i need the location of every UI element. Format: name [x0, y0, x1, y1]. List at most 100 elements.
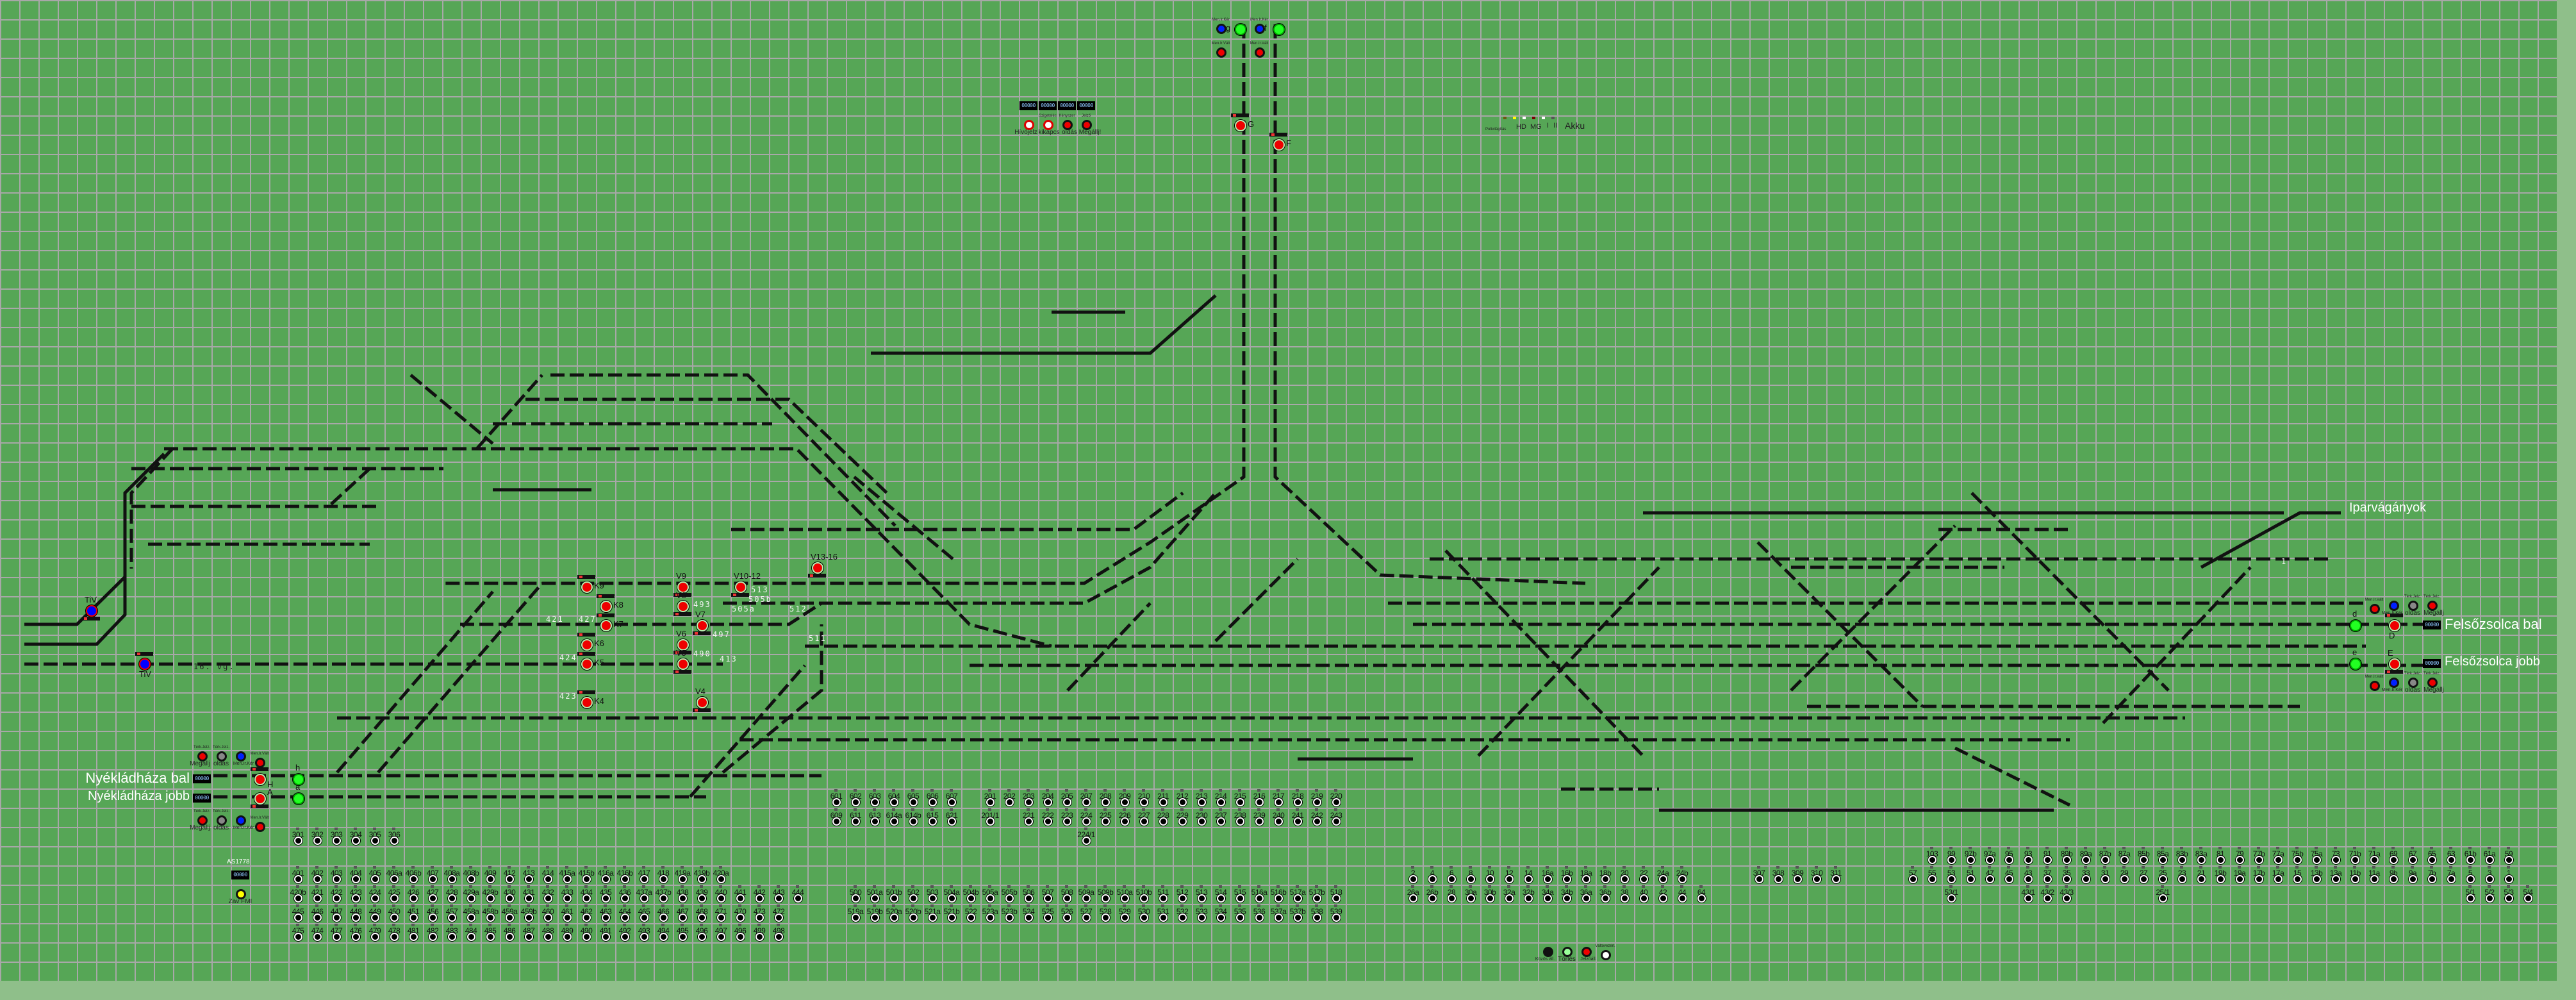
switch-button[interactable]: 77a: [2268, 846, 2288, 865]
switch-button[interactable]: 215: [1230, 788, 1250, 808]
switch-button[interactable]: 87b: [2095, 846, 2115, 865]
switch-button[interactable]: 607: [942, 788, 961, 808]
signal-v9[interactable]: [677, 581, 689, 593]
control-button-old-s[interactable]: Térk.Jelz.oldás: [2403, 672, 2422, 694]
switch-button[interactable]: 103: [1922, 846, 1942, 865]
switch-button[interactable]: 528: [1096, 904, 1115, 923]
control-button-jelz-ll-[interactable]: Jelzőáll.: [1576, 942, 1597, 962]
switch-button[interactable]: 458a: [461, 904, 481, 923]
switch-button[interactable]: 89a: [2076, 846, 2095, 865]
switch-button[interactable]: 19a: [2230, 865, 2249, 885]
switch-button[interactable]: 513: [1192, 885, 1211, 904]
switch-button[interactable]: 32a: [1499, 885, 1519, 904]
switch-button[interactable]: 507: [1038, 885, 1057, 904]
switch-button[interactable]: 6: [1442, 865, 1461, 885]
control-button-meg-llj[interactable]: Térk.Jelz.Megállj: [190, 746, 211, 767]
repeater-signal-h[interactable]: [293, 774, 304, 785]
switch-button[interactable]: 43/2: [2038, 885, 2057, 904]
switch-button[interactable]: 61a: [2480, 846, 2499, 865]
switch-button[interactable]: 434: [577, 885, 596, 904]
switch-button[interactable]: 42: [1653, 885, 1672, 904]
switch-button[interactable]: 25: [2153, 865, 2172, 885]
switch-button[interactable]: 53/1: [1942, 885, 1961, 904]
switch-button[interactable]: 614b: [904, 808, 923, 827]
control-button-men-ir-k-r[interactable]: Men.Ir.Kér: [1211, 18, 1230, 38]
switch-button[interactable]: 309: [1788, 865, 1807, 885]
switch-button[interactable]: 201: [980, 788, 1000, 808]
switch-button[interactable]: 538: [1307, 904, 1326, 923]
switch-button[interactable]: 523b: [1000, 904, 1019, 923]
switch-button[interactable]: 493: [634, 923, 654, 942]
switch-button[interactable]: 222: [1038, 808, 1057, 827]
switch-button[interactable]: 91: [2038, 846, 2057, 865]
switch-button[interactable]: 24a: [1653, 865, 1672, 885]
switch-button[interactable]: 449: [365, 904, 384, 923]
signal-k8[interactable]: [600, 601, 612, 612]
switch-button[interactable]: 220: [1326, 788, 1346, 808]
switch-button[interactable]: 477: [327, 923, 346, 942]
switch-button[interactable]: 490: [577, 923, 596, 942]
switch-button[interactable]: 505a: [980, 885, 1000, 904]
switch-button[interactable]: 407: [423, 865, 442, 885]
switch-button[interactable]: 408b: [461, 865, 481, 885]
switch-button[interactable]: 470: [731, 904, 750, 923]
switch-button[interactable]: 13a: [2326, 865, 2345, 885]
switch-button[interactable]: 65: [2422, 846, 2441, 865]
switch-button[interactable]: 448: [346, 904, 365, 923]
switch-button[interactable]: 223: [1057, 808, 1077, 827]
control-button-men-ir-v-lt[interactable]: Men.Ir.Vált: [250, 816, 269, 837]
switch-button[interactable]: 429b: [481, 885, 500, 904]
switch-button[interactable]: 525: [1038, 904, 1057, 923]
switch-button[interactable]: 504b: [961, 885, 980, 904]
switch-button[interactable]: 85a: [2153, 846, 2172, 865]
switch-button[interactable]: 221: [1019, 808, 1038, 827]
control-button-men-ir-k-r[interactable]: Men.Ir.Kér: [231, 747, 254, 766]
switch-button[interactable]: 447: [327, 904, 346, 923]
switch-button[interactable]: 75a: [2307, 846, 2326, 865]
switch-button[interactable]: 520a: [884, 904, 904, 923]
switch-button[interactable]: 28: [1442, 885, 1461, 904]
switch-button[interactable]: 24b: [1672, 865, 1692, 885]
repeater-signal-f[interactable]: [1273, 24, 1285, 35]
switch-button[interactable]: 302: [308, 827, 327, 846]
switch-button[interactable]: 18a: [1576, 865, 1596, 885]
switch-button[interactable]: 34b: [1557, 885, 1576, 904]
control-button-men-ir-v-lt[interactable]: Men.Ir.Vált: [1211, 42, 1230, 62]
switch-button[interactable]: 19b: [2211, 865, 2230, 885]
switch-button[interactable]: 517b: [1307, 885, 1326, 904]
switch-button[interactable]: 491: [596, 923, 615, 942]
switch-button[interactable]: 515: [1230, 885, 1250, 904]
control-button-men-ir-v-lt[interactable]: Men.Ir.Vált: [2365, 598, 2384, 619]
control-button-men-ir-k-r[interactable]: Men.Ir.Kér: [1250, 18, 1269, 38]
switch-button[interactable]: 30a: [1461, 885, 1480, 904]
switch-button[interactable]: 510a: [1115, 885, 1134, 904]
repeater-signal-e[interactable]: [2350, 658, 2361, 670]
control-button-old-s[interactable]: Térk.Jelz.oldás: [211, 746, 231, 767]
switch-button[interactable]: 536: [1250, 904, 1269, 923]
switch-button[interactable]: 43: [2019, 865, 2038, 885]
switch-button[interactable]: 467: [673, 904, 692, 923]
switch-button[interactable]: 450: [384, 904, 404, 923]
switch-button[interactable]: 501a: [865, 885, 884, 904]
switch-button[interactable]: 443: [769, 885, 788, 904]
signal-tiv[interactable]: [86, 605, 97, 617]
switch-button[interactable]: 11a: [2365, 865, 2384, 885]
switch-button[interactable]: 406b: [404, 865, 423, 885]
switch-button[interactable]: 603: [865, 788, 884, 808]
switch-button[interactable]: 73: [2326, 846, 2345, 865]
switch-button[interactable]: 81: [2211, 846, 2230, 865]
switch-button[interactable]: 9a: [2403, 865, 2422, 885]
switch-button[interactable]: 532: [1173, 904, 1192, 923]
switch-button[interactable]: 531: [1153, 904, 1173, 923]
signal-v13-16[interactable]: [812, 562, 823, 574]
switch-button[interactable]: 451: [404, 904, 423, 923]
switch-button[interactable]: 437a: [634, 885, 654, 904]
switch-button[interactable]: 422: [327, 885, 346, 904]
switch-button[interactable]: 83b: [2172, 846, 2192, 865]
switch-button[interactable]: 308: [1769, 865, 1788, 885]
switch-button[interactable]: 25/1: [2153, 885, 2172, 904]
switch-button[interactable]: 306: [384, 827, 404, 846]
switch-button[interactable]: 63: [2441, 846, 2461, 865]
switch-button[interactable]: 615: [923, 808, 942, 827]
switch-button[interactable]: 535: [1230, 904, 1250, 923]
